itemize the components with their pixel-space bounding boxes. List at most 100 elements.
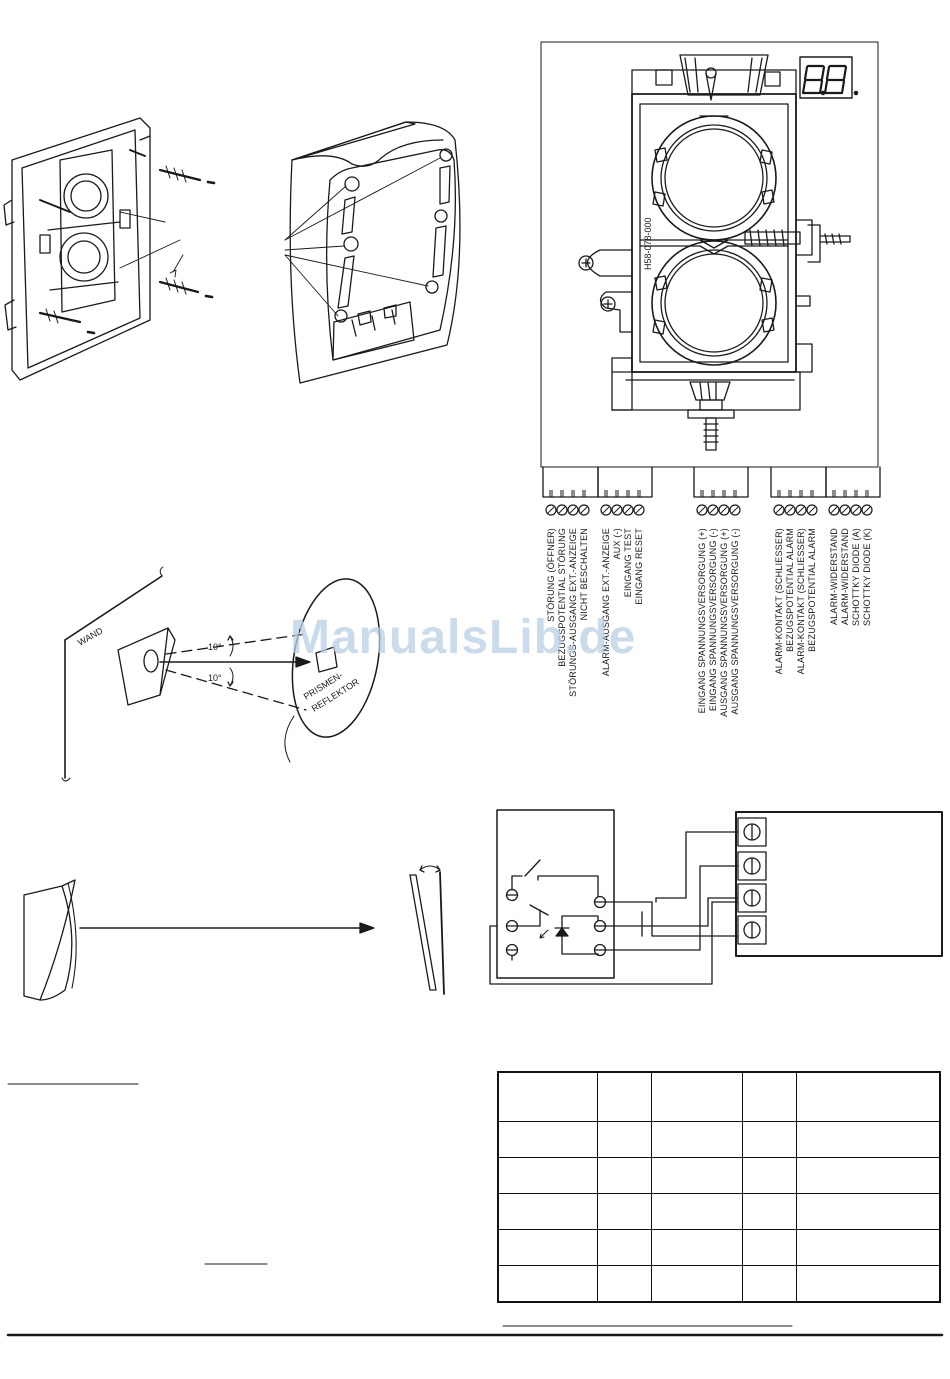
terminal-screw [600,504,612,516]
terminal-screw-slot [547,506,555,514]
terminal-screw [633,504,645,516]
terminal-label: EINGANG SPANNUNGSVERSORGUNG (-) [708,528,718,711]
terminal-label: AUX (-) [612,528,622,559]
terminal-pin [832,490,836,497]
terminal-pin [700,490,704,497]
table-cell [651,1193,743,1230]
table-cell [497,1265,598,1303]
terminal-screw-slot [635,506,643,514]
terminal-screw [718,504,730,516]
terminal-pin [549,490,553,497]
terminal-pin [615,490,619,497]
terminal-screw [545,504,557,516]
terminal-screw-slot [569,506,577,514]
terminal-screw [795,504,807,516]
terminal-screw-slot [775,506,783,514]
terminal-pin [571,490,575,497]
terminal-label: ALARM-WIDERSTAND [829,528,839,625]
table-cell [597,1193,652,1230]
terminal-screw [806,504,818,516]
terminal-label: ALARM-KONTAKT (SCHLIESSER) [796,528,806,674]
terminal-label: STÖRUNG (ÖFFNER) [546,528,556,622]
terminal-pin [560,490,564,497]
terminal-screw-slot [580,506,588,514]
terminal-screws [545,490,873,516]
terminal-pin [711,490,715,497]
terminal-screw [729,504,741,516]
table-cell [742,1071,797,1122]
terminal-label: BEZUGSPOTENTIAL ALARM [785,528,795,652]
terminal-screw-slot [602,506,610,514]
terminal-pin [777,490,781,497]
table-cell [742,1229,797,1266]
terminal-screw [784,504,796,516]
terminal-screw-slot [624,506,632,514]
table-cell [497,1121,598,1158]
terminal-pin [637,490,641,497]
angle-label-bottom: 10° [208,673,222,683]
terminal-screw [850,504,862,516]
terminal-pin [799,490,803,497]
side-view-alignment [23,865,445,1001]
table-cell [742,1157,797,1194]
terminal-pin [854,490,858,497]
terminal-screw [707,504,719,516]
table-cell [796,1071,941,1122]
wiring-diagram [489,809,943,985]
terminal-screw-slot [709,506,717,514]
terminal-label: AUSGANG SPANNUNGSVERSORGUNG (+) [719,528,729,717]
terminal-screw [556,504,568,516]
terminal-screw [828,504,840,516]
terminal-screw-slot [797,506,805,514]
table-cell [796,1157,941,1194]
table-cell [651,1229,743,1266]
terminal-pin [626,490,630,497]
spec-table [497,1071,941,1303]
terminal-pin [722,490,726,497]
table-cell [497,1229,598,1266]
terminal-label: SCHOTTKY DIODE (A) [851,528,861,626]
terminal-pin [604,490,608,497]
terminal-label: NICHT BESCHALTEN [579,528,589,620]
table-cell [597,1157,652,1194]
terminal-pin [843,490,847,497]
terminal-screw [611,504,623,516]
terminal-screw-slot [731,506,739,514]
seven-segment-display [799,56,859,99]
table-cell [651,1071,743,1122]
table-cell [796,1265,941,1303]
terminal-label: EINGANG RESET [634,528,644,605]
table-cell [742,1265,797,1303]
table-cell [742,1193,797,1230]
terminal-label: ALARM-KONTAKT (SCHLIESSER) [774,528,784,674]
terminal-pin [810,490,814,497]
table-cell [742,1121,797,1158]
table-cell [597,1121,652,1158]
table-cell [497,1193,598,1230]
wall-label: WAND [76,625,105,647]
mounting-plate-illustration [3,117,216,381]
terminal-label: SCHOTTKY DIODE (K) [862,528,872,626]
terminal-label: AUSGANG SPANNUNGSVERSORGUNG (-) [730,528,740,715]
terminal-label: EINGANG TEST [623,528,633,598]
detector-housing-illustration [284,121,461,384]
table-cell [597,1265,652,1303]
pcb-board-code: H58-078-000 [643,217,653,270]
terminal-screw [578,504,590,516]
terminal-screw-slot [698,506,706,514]
terminal-screw [861,504,873,516]
alignment-diagram [61,566,381,782]
table-cell [651,1157,743,1194]
terminal-label: BEZUGSPOTENTIAL ALARM [807,528,817,652]
terminal-screw-slot [830,506,838,514]
terminal-pin [788,490,792,497]
table-cell [651,1121,743,1158]
terminal-screw-slot [786,506,794,514]
terminal-screw [567,504,579,516]
table-cell [497,1071,598,1122]
table-cell [597,1071,652,1122]
terminal-screw [622,504,634,516]
terminal-label: STÖRUNGS-AUSGANG EXT.-ANZEIGE [568,528,578,697]
